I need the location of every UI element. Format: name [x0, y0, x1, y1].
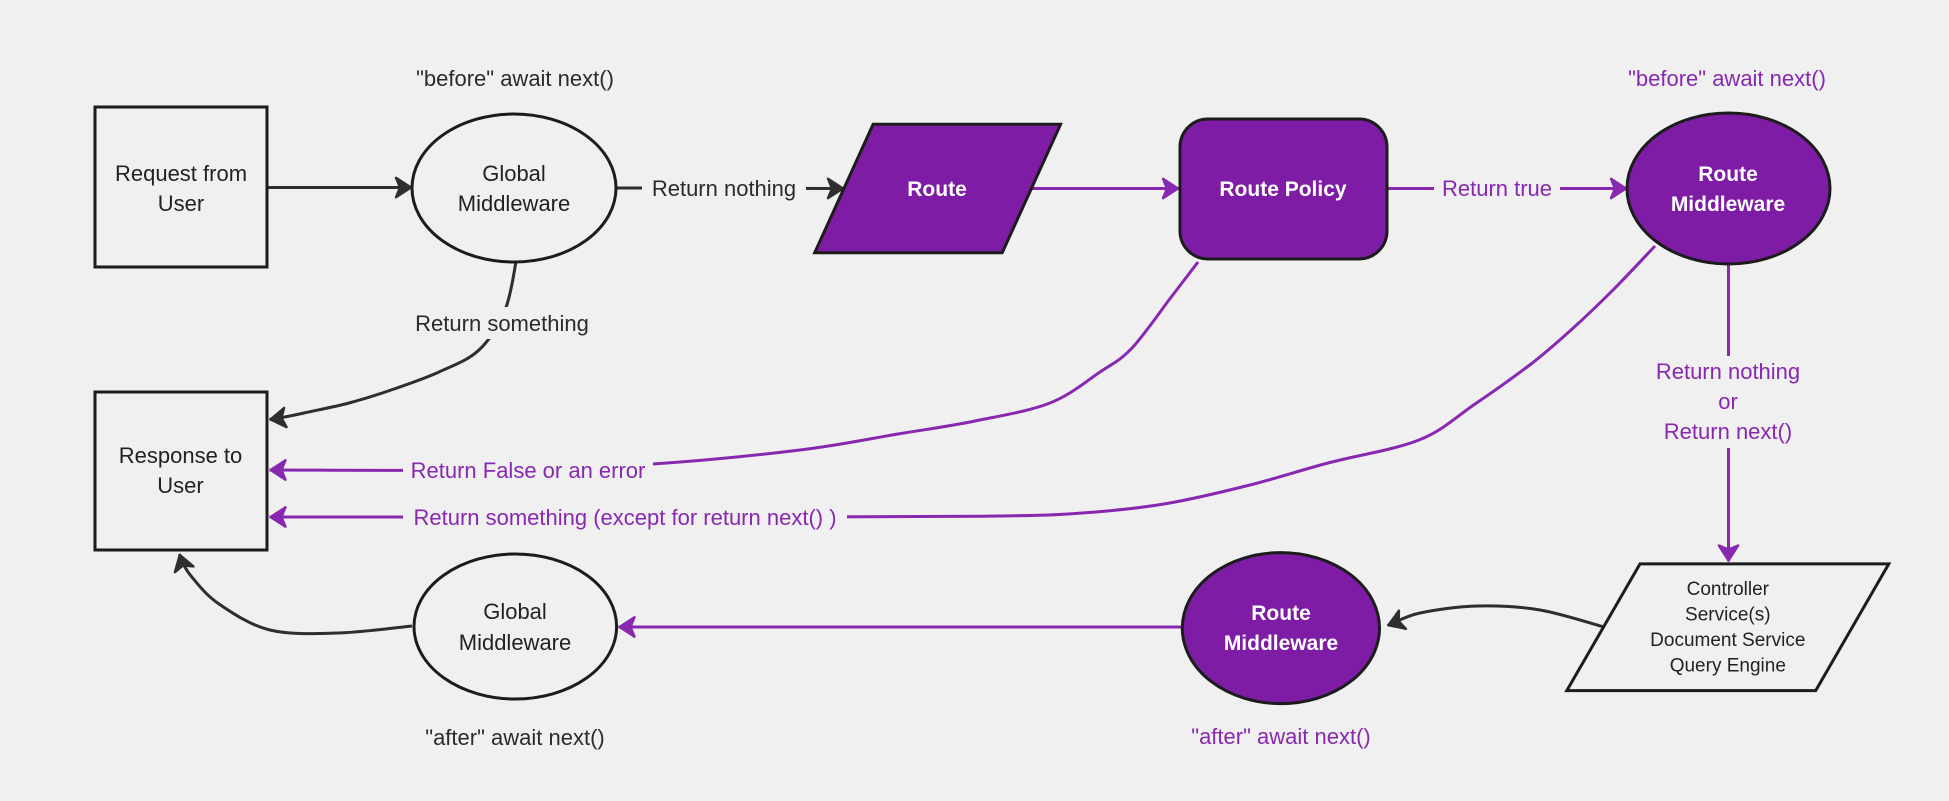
svg-text:Return true: Return true	[1442, 176, 1552, 201]
svg-text:"before" await next(): "before" await next()	[1628, 66, 1826, 91]
svg-text:Return next(): Return next()	[1664, 419, 1792, 444]
svg-text:Middleware: Middleware	[1671, 193, 1785, 216]
svg-text:Global: Global	[482, 161, 546, 186]
svg-text:"after" await next(): "after" await next()	[1191, 724, 1370, 749]
svg-text:Return something (except for r: Return something (except for return next…	[413, 505, 836, 530]
svg-text:"after" await next(): "after" await next()	[425, 725, 604, 750]
svg-text:Middleware: Middleware	[458, 191, 571, 216]
svg-text:Route: Route	[1251, 602, 1311, 625]
svg-text:Return False or an error: Return False or an error	[411, 458, 646, 483]
svg-text:or: or	[1718, 389, 1738, 414]
svg-text:User: User	[157, 473, 203, 498]
svg-text:Route: Route	[1698, 163, 1758, 186]
svg-text:Document Service: Document Service	[1650, 630, 1805, 651]
svg-text:Request from: Request from	[115, 161, 247, 186]
svg-text:Controller: Controller	[1687, 579, 1770, 600]
svg-text:Route: Route	[907, 178, 967, 201]
svg-text:Middleware: Middleware	[1224, 632, 1338, 655]
svg-text:Return nothing: Return nothing	[652, 176, 796, 201]
svg-text:Middleware: Middleware	[459, 630, 572, 655]
svg-text:Return nothing: Return nothing	[1656, 359, 1800, 384]
svg-text:Query Engine: Query Engine	[1670, 656, 1786, 677]
svg-text:Response to: Response to	[119, 443, 243, 468]
svg-text:Service(s): Service(s)	[1685, 605, 1771, 626]
svg-text:Global: Global	[483, 599, 547, 624]
svg-text:Route Policy: Route Policy	[1219, 178, 1347, 201]
svg-text:"before" await next(): "before" await next()	[416, 66, 614, 91]
svg-text:User: User	[158, 191, 204, 216]
svg-text:Return something: Return something	[415, 311, 589, 336]
